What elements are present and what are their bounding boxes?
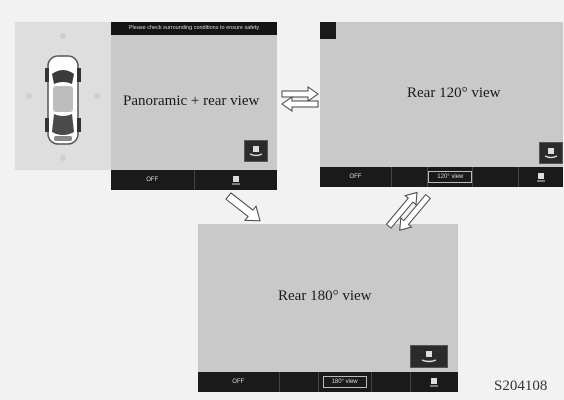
rear180-control-bar: OFF 180° view: [198, 372, 458, 392]
empty-slot: [392, 167, 429, 187]
camera-icon: [421, 351, 437, 363]
camera-switch-button[interactable]: [539, 142, 563, 164]
panoramic-screen: Please check surrounding conditions to e…: [15, 22, 277, 190]
rear120-view-area: Rear 120° view: [320, 22, 563, 167]
birdseye-panel: [15, 22, 111, 170]
rear180-screen: Rear 180° view OFF 180° view: [198, 224, 458, 392]
off-button[interactable]: OFF: [198, 372, 280, 392]
camera-mode-button[interactable]: [411, 372, 458, 392]
camera-icon: [430, 377, 439, 386]
camera-switch-button[interactable]: [410, 345, 448, 368]
panoramic-view-area: Please check surrounding conditions to e…: [111, 22, 277, 170]
camera-mode-button[interactable]: [195, 170, 278, 190]
rear120-screen: Rear 120° view OFF 120° view: [320, 22, 563, 187]
rear180-view-area: Rear 180° view: [198, 224, 458, 372]
double-arrow-diagonal-icon: [385, 191, 432, 231]
panoramic-view-label: Panoramic + rear view: [123, 93, 260, 109]
view-180-button[interactable]: 180° view: [319, 372, 372, 392]
camera-switch-button[interactable]: [244, 140, 268, 162]
view-120-button[interactable]: 120° view: [428, 167, 474, 187]
panoramic-control-bar: OFF: [111, 170, 277, 190]
corner-indicator: [320, 22, 336, 39]
camera-icon: [249, 146, 263, 157]
off-button[interactable]: OFF: [320, 167, 392, 187]
safety-notice: Please check surrounding conditions to e…: [111, 22, 277, 35]
camera-icon: [231, 175, 240, 184]
figure-code: S204108: [494, 378, 548, 394]
rear180-view-label: Rear 180° view: [278, 288, 372, 304]
empty-slot: [372, 372, 411, 392]
empty-slot: [280, 372, 319, 392]
car-top-view-icon: [26, 33, 100, 161]
camera-mode-button[interactable]: [519, 167, 563, 187]
off-button[interactable]: OFF: [111, 170, 195, 190]
empty-slot: [473, 167, 519, 187]
camera-icon: [544, 148, 558, 159]
double-arrow-horizontal-icon: [281, 86, 319, 112]
rear120-view-label: Rear 120° view: [407, 85, 501, 101]
rear120-control-bar: OFF 120° view: [320, 167, 563, 187]
camera-icon: [536, 172, 545, 181]
arrow-diagonal-icon: [225, 192, 261, 222]
